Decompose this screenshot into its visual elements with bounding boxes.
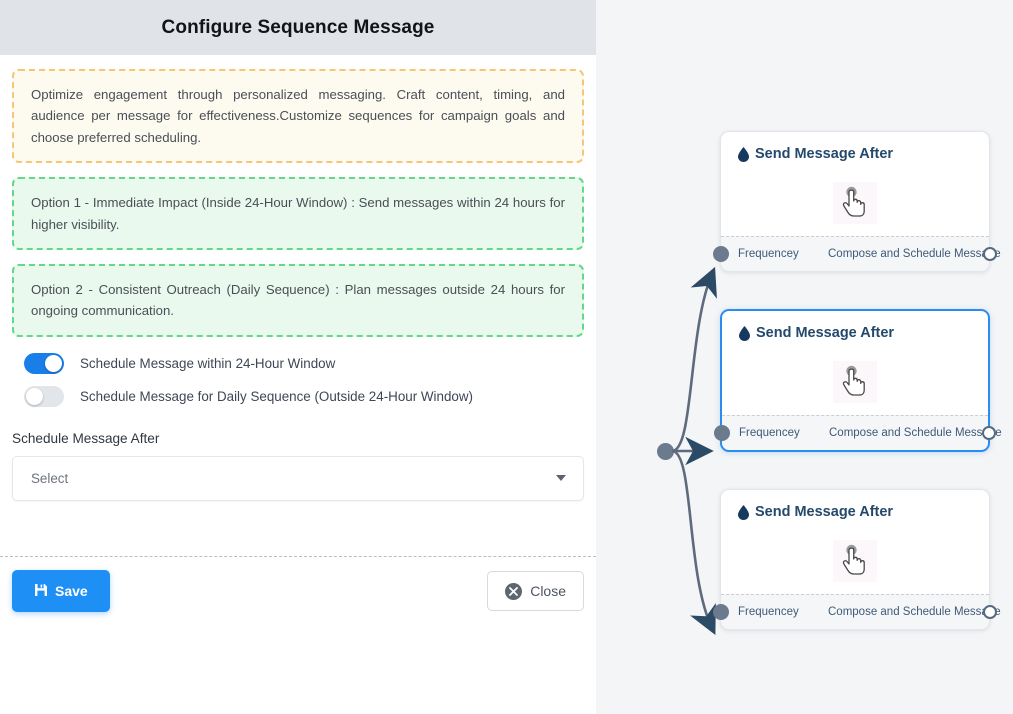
info-callout: Optimize engagement through personalized…	[12, 69, 584, 164]
pointer-hand-icon	[833, 361, 877, 403]
configure-sequence-message-panel: Configure Sequence Message Optimize enga…	[0, 0, 596, 714]
node-output-handle[interactable]	[983, 605, 997, 619]
select-value: Select	[31, 470, 69, 486]
node-footer-frequency-label: Frequencey	[739, 427, 800, 439]
node-footer: Frequencey Compose and Schedule Message	[713, 594, 1001, 629]
node-send-message-after-1[interactable]: Send Message After Frequencey Compose an…	[713, 131, 1001, 272]
save-button[interactable]: Save	[12, 570, 110, 612]
node-footer: Frequencey Compose and Schedule Message	[714, 415, 1002, 450]
close-button-label: Close	[530, 583, 566, 599]
node-title-label: Send Message After	[755, 504, 894, 520]
toggle-label-within-24h: Schedule Message within 24-Hour Window	[80, 355, 336, 371]
option-1-callout: Option 1 - Immediate Impact (Inside 24-H…	[12, 177, 584, 250]
node-body: Send Message After	[722, 311, 988, 415]
node-title-row: Send Message After	[738, 504, 893, 520]
node-title-row: Send Message After	[739, 325, 894, 341]
toggle-knob	[26, 387, 43, 405]
node-input-handle[interactable]	[714, 425, 730, 441]
close-icon	[505, 582, 523, 600]
close-button[interactable]: Close	[487, 571, 584, 611]
node-footer-compose-label: Compose and Schedule Message	[828, 248, 1001, 260]
node-footer-compose-label: Compose and Schedule Message	[829, 427, 1002, 439]
pointer-hand-icon	[833, 540, 877, 582]
node-title-label: Send Message After	[756, 325, 895, 341]
node-title-row: Send Message After	[738, 146, 893, 162]
droplet-icon	[738, 504, 749, 520]
footer-divider	[0, 556, 596, 557]
node-footer-frequency-label: Frequencey	[738, 248, 799, 260]
droplet-icon	[739, 325, 750, 341]
node-input-handle[interactable]	[713, 246, 729, 262]
panel-body: Optimize engagement through personalized…	[0, 69, 596, 501]
node-send-message-after-3[interactable]: Send Message After Frequencey Compose an…	[713, 489, 1001, 630]
page-title: Configure Sequence Message	[161, 16, 435, 38]
node-body: Send Message After	[721, 490, 989, 594]
node-body: Send Message After	[721, 132, 989, 236]
panel-header: Configure Sequence Message	[0, 0, 596, 55]
node-footer-compose-label: Compose and Schedule Message	[828, 606, 1001, 618]
node-footer: Frequencey Compose and Schedule Message	[713, 236, 1001, 271]
source-output-handle[interactable]	[657, 443, 674, 460]
droplet-icon	[738, 146, 749, 162]
node-output-handle[interactable]	[982, 426, 996, 440]
node-output-handle[interactable]	[983, 247, 997, 261]
node-send-message-after-2[interactable]: Send Message After Frequencey Compose an…	[714, 309, 1002, 452]
toggle-schedule-within-24h[interactable]	[24, 352, 64, 374]
pointer-hand-icon	[833, 182, 877, 224]
toggle-knob	[45, 354, 62, 372]
toggle-schedule-daily-sequence[interactable]	[24, 385, 64, 407]
node-footer-frequency-label: Frequencey	[738, 606, 799, 618]
panel-footer: Save Close	[12, 568, 584, 614]
node-title-label: Send Message After	[755, 146, 894, 162]
schedule-message-after-select[interactable]: Select	[12, 455, 584, 501]
save-icon	[34, 583, 48, 600]
node-input-handle[interactable]	[713, 604, 729, 620]
toggle-row-within-24h[interactable]: Schedule Message within 24-Hour Window	[12, 352, 584, 374]
schedule-message-after-label: Schedule Message After	[12, 430, 160, 446]
save-button-label: Save	[55, 583, 88, 599]
option-2-callout: Option 2 - Consistent Outreach (Daily Se…	[12, 263, 584, 337]
toggle-label-daily-sequence: Schedule Message for Daily Sequence (Out…	[80, 388, 473, 404]
chevron-down-icon	[556, 475, 566, 482]
toggle-row-daily-sequence[interactable]: Schedule Message for Daily Sequence (Out…	[12, 385, 584, 407]
